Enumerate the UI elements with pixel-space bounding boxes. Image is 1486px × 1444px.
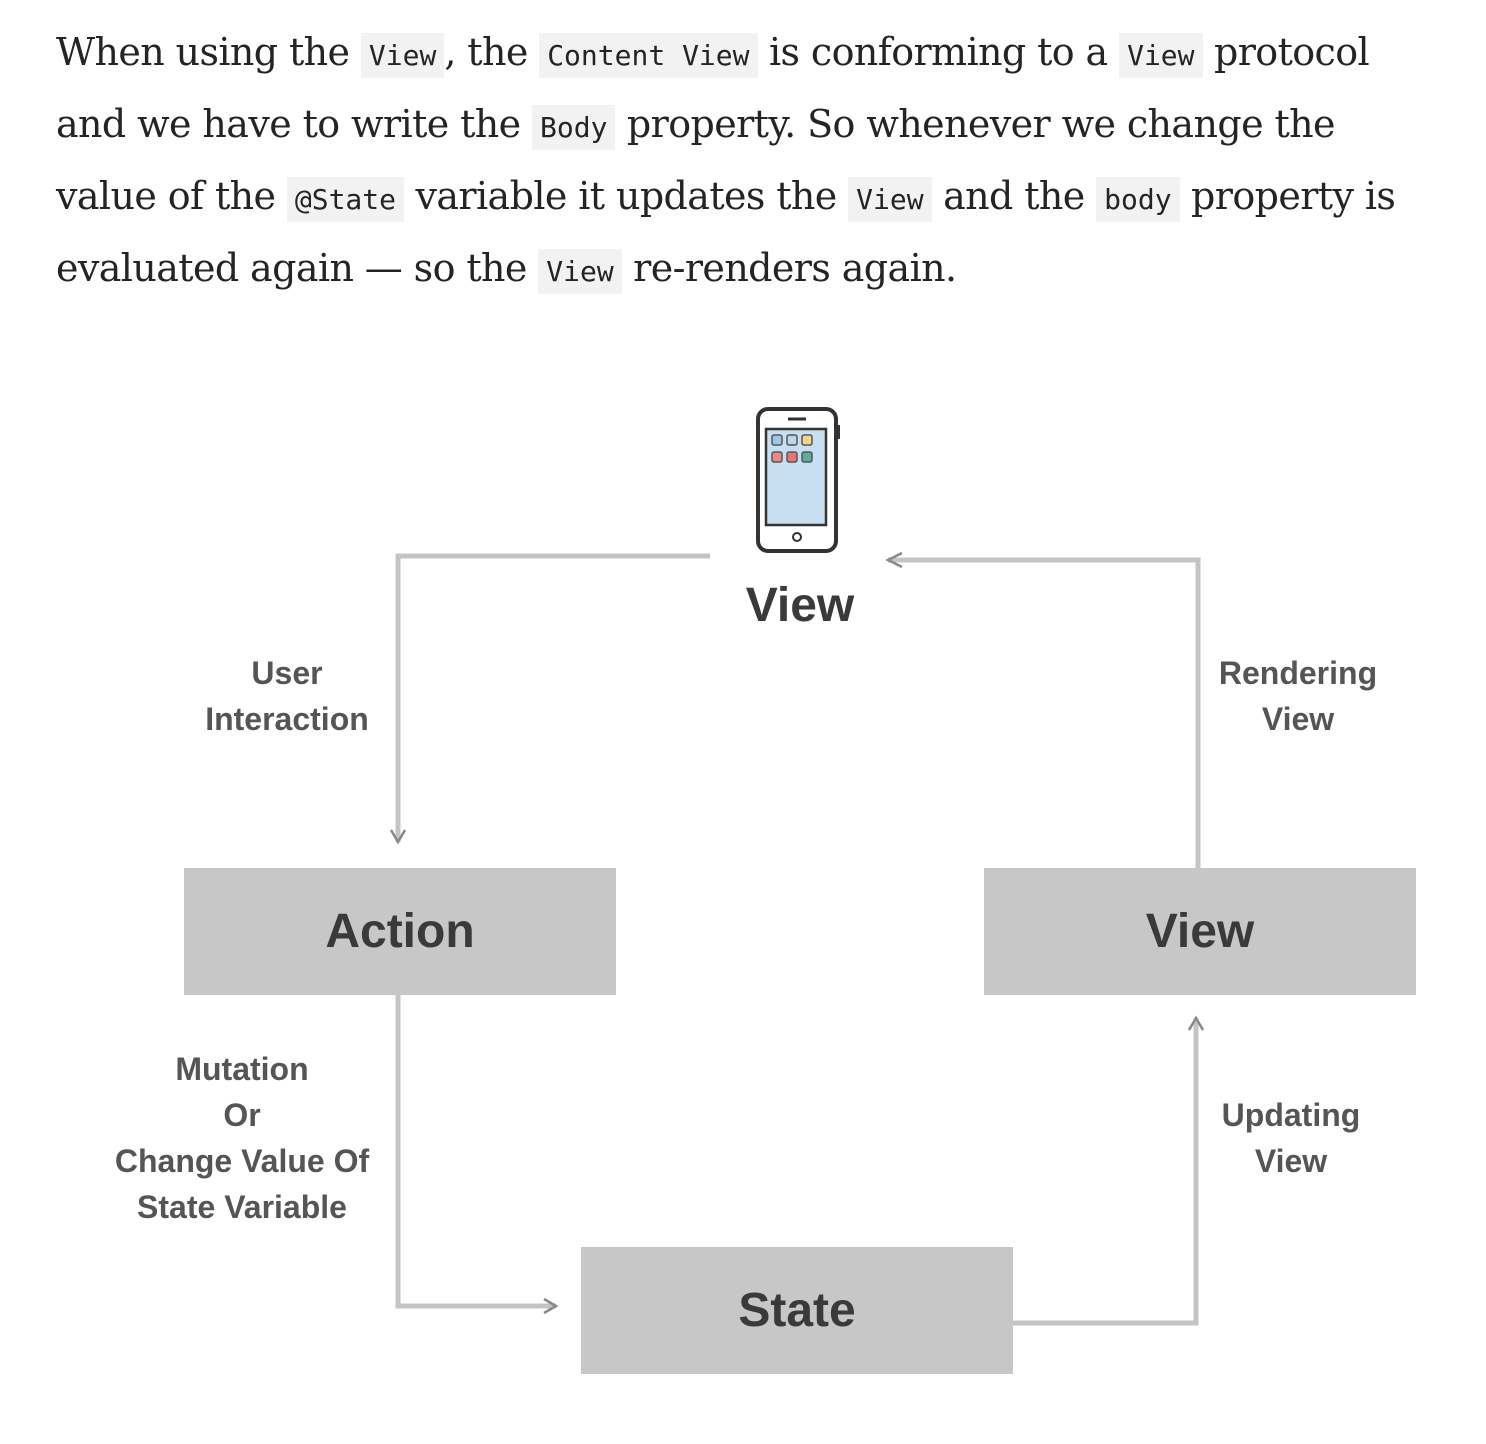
text-segment: property is evaluated again — so the	[56, 174, 1396, 290]
label-mutation: Mutation Or Change Value Of State Variab…	[92, 1046, 392, 1230]
label-updating-view: Updating View	[1191, 1092, 1391, 1184]
text-segment: property. So whenever we change the valu…	[56, 102, 1335, 218]
connector-user-interaction	[395, 553, 710, 842]
top-view-label: View	[745, 579, 855, 632]
text-segment: is conforming to a	[757, 30, 1120, 74]
label-user-interaction: User Interaction	[187, 650, 387, 742]
label-line: Change Value Of	[114, 1143, 370, 1179]
arrowhead-up-view	[1187, 1015, 1205, 1031]
inline-code-view: View	[1119, 33, 1203, 78]
text-segment: re-renders again.	[621, 246, 957, 290]
label-line: Or	[223, 1097, 261, 1133]
view-box: View	[984, 868, 1416, 995]
inline-code-view: View	[538, 249, 622, 294]
inline-code-content-view: Content View	[539, 33, 758, 78]
inline-code-view: View	[360, 33, 445, 78]
label-line: Mutation	[175, 1051, 309, 1087]
connector-rendering-view	[888, 557, 1201, 868]
connector-updating-view	[1013, 1018, 1199, 1326]
arrowhead-right-state	[543, 1297, 559, 1315]
text-segment: and the	[931, 174, 1097, 218]
text-segment: When using the	[56, 30, 361, 74]
arrowhead-down-action	[389, 829, 407, 845]
text-segment: protocol and we have to write the	[56, 30, 1370, 146]
inline-code-view: View	[848, 177, 932, 222]
description-paragraph: When using the View, the Content View is…	[56, 18, 1446, 306]
label-line: User	[251, 655, 323, 691]
label-line: Rendering	[1218, 655, 1378, 691]
inline-code-body-lower: body	[1096, 177, 1180, 222]
label-rendering-view: Rendering View	[1198, 650, 1398, 742]
label-line: State Variable	[137, 1189, 347, 1225]
smartphone-icon	[756, 407, 840, 553]
label-line: View	[1254, 1143, 1328, 1179]
text-segment: , the	[444, 30, 540, 74]
connector-mutation	[395, 995, 556, 1309]
arrowhead-left-phone	[885, 551, 903, 569]
text-segment: variable it updates the	[404, 174, 849, 218]
inline-code-body: Body	[532, 105, 616, 150]
label-line: Updating	[1221, 1097, 1361, 1133]
label-line: Interaction	[205, 701, 369, 737]
action-box: Action	[184, 868, 616, 995]
state-box: State	[581, 1247, 1013, 1374]
label-line: View	[1261, 701, 1335, 737]
inline-code-state: @State	[286, 177, 405, 222]
